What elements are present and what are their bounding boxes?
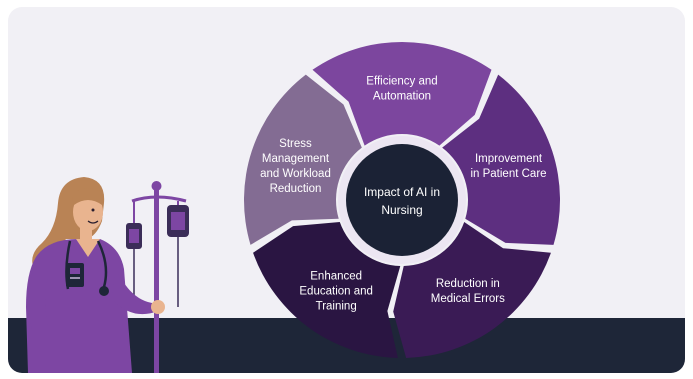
iv-bag-icon <box>167 205 189 307</box>
segment-stress <box>244 74 362 245</box>
id-badge-icon <box>66 263 84 287</box>
segment-efficiency <box>312 41 492 146</box>
segment-education <box>253 222 401 358</box>
nurse-illustration <box>26 177 189 373</box>
segment-medical-errors <box>393 222 551 358</box>
nurse-hand <box>151 300 165 314</box>
cycle-diagram <box>244 41 560 358</box>
nurse-face <box>73 193 103 231</box>
segment-patient-care <box>442 74 560 245</box>
stethoscope-icon <box>65 240 109 296</box>
iv-stand <box>126 181 189 373</box>
iv-bag-icon <box>126 223 142 297</box>
center-hub <box>346 144 458 256</box>
